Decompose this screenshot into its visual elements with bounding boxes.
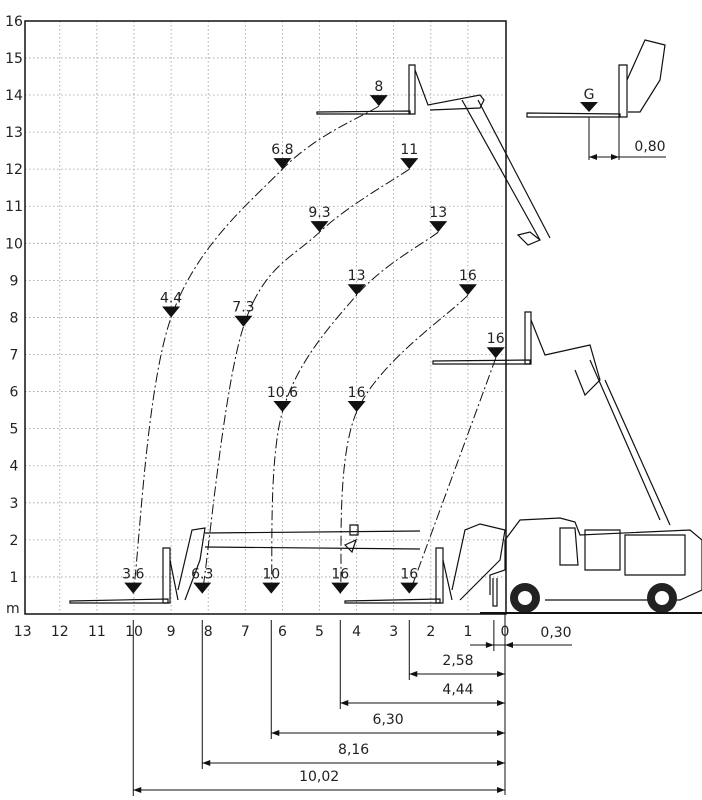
load-marker-icon bbox=[310, 221, 329, 233]
x-tick-label: 5 bbox=[315, 624, 324, 640]
y-tick-label: 12 bbox=[5, 162, 23, 178]
y-tick-label: 13 bbox=[5, 125, 23, 141]
load-capacity-label: 8 bbox=[374, 79, 383, 95]
y-tick-label: 6 bbox=[10, 385, 19, 401]
y-tick-label: 5 bbox=[10, 422, 19, 438]
inset-offset-label: 0,80 bbox=[634, 139, 665, 155]
load-capacity-label: 6.3 bbox=[191, 567, 213, 583]
y-tick-label: 11 bbox=[5, 199, 23, 215]
y-unit-label: m bbox=[6, 601, 20, 617]
y-tick-label: 4 bbox=[10, 459, 19, 475]
load-marker-icon bbox=[400, 582, 419, 594]
load-capacity-label: 3.6 bbox=[122, 567, 144, 583]
load-curve bbox=[408, 358, 497, 594]
load-marker-icon bbox=[234, 315, 253, 327]
y-tick-label: 2 bbox=[10, 533, 19, 549]
y-tick-label: 9 bbox=[10, 273, 19, 289]
x-tick-label: 3 bbox=[389, 624, 398, 640]
dimension-lines: 0,30 2,58 4,44 6,308,16 10,02 bbox=[132, 614, 572, 796]
load-capacity-label: 13 bbox=[429, 205, 447, 221]
load-marker-icon bbox=[193, 582, 212, 594]
y-tick-label: 15 bbox=[5, 51, 23, 67]
dimension-label: 8,16 bbox=[338, 742, 369, 758]
load-marker-icon bbox=[486, 347, 505, 359]
x-tick-label: 8 bbox=[204, 624, 213, 640]
x-tick-label: 11 bbox=[88, 624, 106, 640]
load-marker-icon bbox=[400, 158, 419, 170]
load-curve bbox=[132, 105, 380, 594]
x-tick-label: 7 bbox=[241, 624, 250, 640]
y-tick-label: 16 bbox=[5, 14, 23, 30]
load-marker-icon bbox=[347, 400, 366, 412]
machine-raised-mid-icon bbox=[432, 311, 671, 526]
dimension-label: 6,30 bbox=[373, 712, 404, 728]
load-marker-icon bbox=[273, 158, 292, 170]
load-marker-icon bbox=[262, 582, 281, 594]
load-marker-icon bbox=[124, 582, 143, 594]
chart-frame bbox=[24, 20, 507, 615]
x-tick-label: 9 bbox=[167, 624, 176, 640]
truck-carrier-icon bbox=[480, 517, 702, 614]
load-curve bbox=[201, 168, 410, 594]
load-capacity-label: 16 bbox=[400, 567, 418, 583]
load-capacity-label: 9.3 bbox=[308, 205, 330, 221]
load-capacity-label: 4.4 bbox=[160, 290, 182, 306]
load-marker-icon bbox=[429, 221, 448, 233]
x-tick-label: 6 bbox=[278, 624, 287, 640]
dimension-label: 2,58 bbox=[442, 653, 473, 669]
dimension-label: 4,44 bbox=[442, 682, 473, 698]
machine-lowered-near-icon bbox=[344, 523, 506, 604]
load-capacity-label: 16 bbox=[487, 331, 505, 347]
x-tick-label: 12 bbox=[51, 624, 69, 640]
load-capacity-label: 6.8 bbox=[271, 142, 293, 158]
x-tick-label: 10 bbox=[125, 624, 143, 640]
load-curve bbox=[339, 294, 469, 594]
load-marker-icon bbox=[331, 582, 350, 594]
x-tick-label: 2 bbox=[426, 624, 435, 640]
load-capacity-label: 16 bbox=[331, 567, 349, 583]
load-capacity-label: 13 bbox=[348, 268, 366, 284]
load-marker-icon bbox=[369, 95, 388, 107]
load-capacity-label: 16 bbox=[348, 385, 366, 401]
load-capacity-label: 10.6 bbox=[267, 385, 298, 401]
x-tick-label: 1 bbox=[463, 624, 472, 640]
machine-lowered-far-icon bbox=[69, 524, 421, 604]
y-tick-label: 10 bbox=[5, 236, 23, 252]
machine-raised-top-icon bbox=[316, 64, 551, 246]
load-capacity-label: 7.3 bbox=[232, 300, 254, 316]
y-tick-label: 1 bbox=[10, 570, 19, 586]
load-curve bbox=[270, 231, 439, 594]
load-capacity-label: 11 bbox=[400, 142, 418, 158]
x-tick-label: 4 bbox=[352, 624, 361, 640]
load-marker-icon bbox=[162, 306, 181, 318]
dimension-label: 0,30 bbox=[540, 625, 571, 641]
load-capacity-label: 16 bbox=[459, 268, 477, 284]
inset-load-label: G bbox=[584, 87, 595, 103]
load-curves: 8 6.8 4.4 3.6 11 9.3 7.3 6.3 13 13 10.6 10 16 16 16 16 1… bbox=[122, 79, 505, 594]
inset-load-marker-icon bbox=[580, 102, 598, 112]
y-tick-label: 3 bbox=[10, 496, 19, 512]
load-marker-icon bbox=[458, 284, 477, 296]
load-marker-icon bbox=[273, 400, 292, 412]
dimension-label: 10,02 bbox=[299, 769, 339, 785]
machine-inset-icon bbox=[526, 39, 666, 118]
load-capacity-label: 10 bbox=[262, 567, 280, 583]
inset-load-detail: G 0,80 bbox=[580, 87, 666, 160]
y-tick-label: 8 bbox=[10, 310, 19, 326]
x-tick-label: 13 bbox=[14, 624, 32, 640]
load-marker-icon bbox=[347, 284, 366, 296]
y-tick-label: 14 bbox=[5, 88, 23, 104]
y-tick-label: 7 bbox=[10, 348, 19, 364]
